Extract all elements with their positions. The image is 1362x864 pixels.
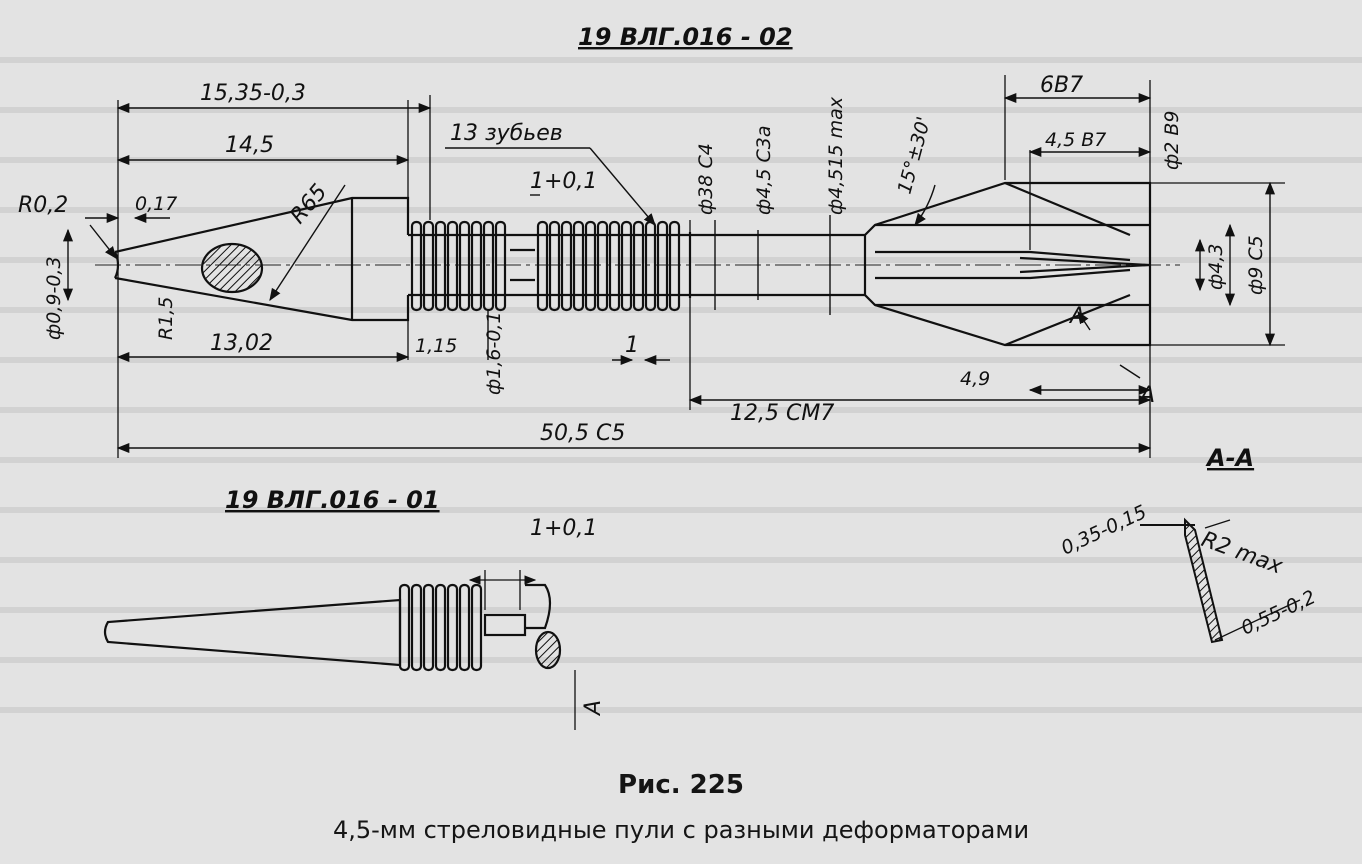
dim-fin-len: 12,5 СМ7 [730, 401, 834, 426]
dim-pitch-bottom: 1 [625, 333, 639, 358]
dim-r-tip: R0,2 [18, 193, 68, 218]
dim-teeth: 13 зубьев [450, 121, 563, 146]
dim-dia-38: ф38 С4 [695, 143, 717, 215]
dim-tip-dia: ф0,9-0,3 [43, 256, 65, 340]
dim-pitch-top: 1+0,1 [530, 169, 597, 194]
dim-dia-2: ф2 В9 [1161, 111, 1183, 171]
dim-fin-6: 6В7 [1040, 73, 1083, 98]
figure-number: Рис. 225 [618, 770, 744, 800]
hatched-section [200, 242, 264, 294]
dim-fin-45: 4,5 В7 [1045, 129, 1106, 151]
dim-dia-45: ф4,5 С3а [753, 126, 775, 216]
secondary-bullet [103, 570, 576, 730]
main-bullet [114, 181, 1152, 347]
section-a-a [1140, 517, 1301, 644]
dim-fin-49: 4,9 [960, 368, 990, 390]
section-title: А-А [1205, 444, 1254, 472]
dim-gap: 1,15 [415, 335, 457, 357]
dimension-lines [62, 92, 1276, 454]
section-mark-2: А [1138, 383, 1155, 408]
dim-body-len: 13,02 [210, 331, 273, 356]
dim-tip-len: 0,17 [135, 193, 177, 215]
dim-fin-angle: 15°±30' [894, 114, 936, 196]
dim-dia-4515: ф4,515 max [825, 96, 847, 215]
figure-caption: 4,5-мм стреловидные пули с разными дефор… [332, 816, 1030, 844]
dim-section-b: R2 max [1198, 527, 1287, 580]
dim-length-mid: 14,5 [225, 133, 274, 158]
nose-lower-edge [114, 276, 410, 322]
bleed-through-lines [0, 57, 1362, 713]
dim-secondary-pitch: 1+0,1 [530, 516, 597, 541]
secondary-section-mark: А [581, 700, 606, 717]
section-mark-1: А [1068, 304, 1085, 329]
dim-r-small: R1,5 [155, 297, 177, 340]
main-title: 19 ВЛГ.016 - 02 [578, 23, 793, 51]
dim-dia-43: ф4,3 [1205, 244, 1227, 290]
secondary-title: 19 ВЛГ.016 - 01 [225, 486, 440, 514]
groove-group-1 [410, 220, 507, 312]
nose-upper-edge [114, 196, 410, 254]
dim-overall-top: 15,35-0,3 [200, 81, 306, 106]
dim-dia-9: ф9 С5 [1245, 235, 1267, 295]
dim-core-dia: ф1,6-0,1 [483, 311, 505, 395]
dim-overall: 50,5 С5 [540, 421, 625, 446]
secondary-grooves [398, 583, 483, 672]
